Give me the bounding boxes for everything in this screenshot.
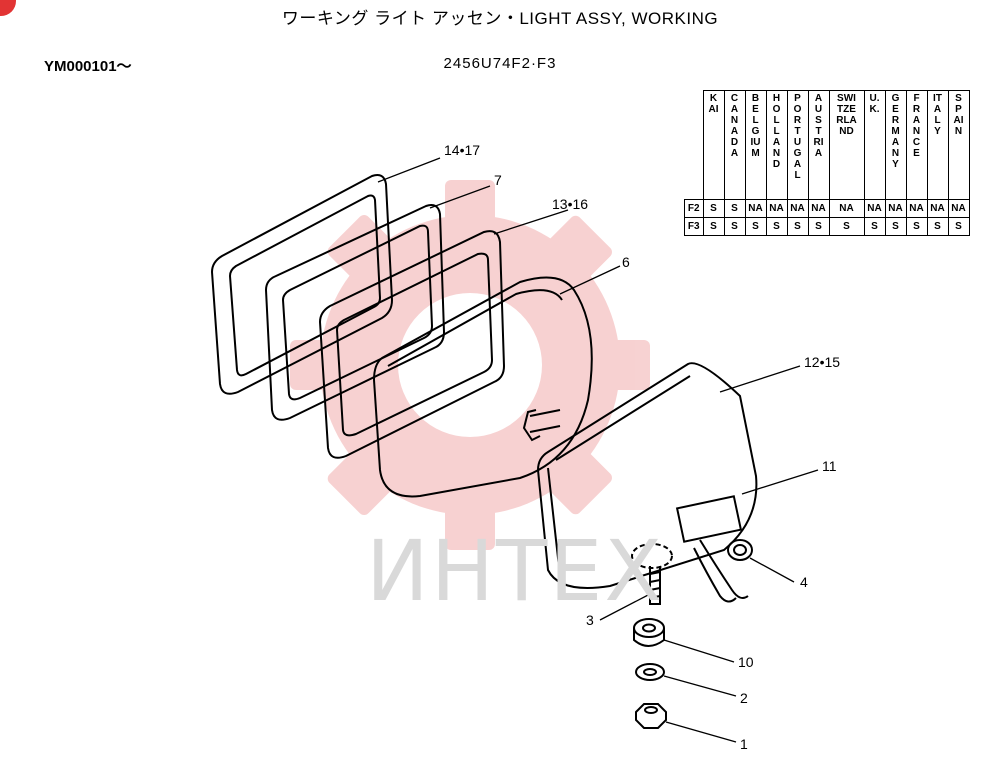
callout-7: 7 (494, 172, 502, 188)
spec-cell: S (723, 217, 746, 236)
spec-cell: S (828, 217, 865, 236)
spec-cell: NA (744, 199, 767, 218)
spec-cell: NA (765, 199, 788, 218)
part-bezel-7 (264, 204, 446, 421)
spec-col-header: SPAIN (947, 90, 970, 200)
diagram-title: ワーキング ライト アッセン・LIGHT ASSY, WORKING (281, 9, 719, 28)
spec-cell: NA (884, 199, 907, 218)
spec-cell: NA (905, 199, 928, 218)
spec-row-f2: F2 S S NA NA NA NA NA NA NA NA NA NA (684, 199, 970, 218)
spec-col-header: GERMANY (884, 90, 907, 200)
spec-cell: S (786, 217, 809, 236)
spec-cell: S (926, 217, 949, 236)
callout-11: 11 (822, 458, 837, 474)
part-bolt-3 (649, 566, 661, 605)
callout-2: 2 (740, 690, 748, 706)
spec-col-header: ITALY (926, 90, 949, 200)
part-grommet-4 (727, 539, 753, 561)
callout-6: 6 (622, 254, 630, 270)
part-lamp-unit-6 (372, 276, 593, 498)
spec-cell: S (702, 199, 725, 218)
spec-cell: S (723, 199, 746, 218)
callout-3: 3 (586, 612, 594, 628)
callout-10: 10 (738, 654, 754, 670)
model-code: 2456U74F2·F3 (443, 55, 557, 72)
callout-1: 1 (740, 736, 748, 752)
spec-col-header: KAI (702, 90, 725, 200)
spec-cell: S (765, 217, 788, 236)
watermark-text: ИНТЕХ (366, 522, 664, 620)
spec-col-header: SWITZERLAND (828, 90, 865, 200)
part-spacer-10 (633, 618, 665, 647)
callout-13-16: 13•16 (552, 196, 589, 212)
spec-cell: S (947, 217, 970, 236)
spec-cell: NA (947, 199, 970, 218)
country-spec-table: KAI CANADA BELGIUM HOLLAND PORTUGAL AUST… (684, 90, 970, 236)
spec-col-header: BELGIUM (744, 90, 767, 200)
spec-col-header: U.K. (863, 90, 886, 200)
spec-cell: S (884, 217, 907, 236)
spec-row-label: F3 (684, 217, 704, 236)
spec-cell: NA (786, 199, 809, 218)
spec-cell: S (863, 217, 886, 236)
spec-cell: NA (926, 199, 949, 218)
spec-cell: NA (863, 199, 886, 218)
callout-14-17: 14•17 (444, 142, 481, 158)
watermark-gear-icon (290, 180, 650, 550)
part-nut-1 (635, 703, 667, 729)
callout-4: 4 (800, 574, 808, 590)
spec-col-header: FRANCE (905, 90, 928, 200)
spec-header-row: KAI CANADA BELGIUM HOLLAND PORTUGAL AUST… (684, 90, 970, 200)
part-housing-12-15 (536, 362, 758, 603)
spec-corner-cell (684, 90, 704, 200)
spec-col-header: CANADA (723, 90, 746, 200)
spec-cell: S (905, 217, 928, 236)
spec-col-header: PORTUGAL (786, 90, 809, 200)
spec-cell: S (807, 217, 830, 236)
spec-cell: S (744, 217, 767, 236)
spec-cell: NA (807, 199, 830, 218)
spec-row-f3: F3 S S S S S S S S S S S S (684, 217, 970, 236)
part-frame-13-16 (318, 230, 506, 459)
leader-lines (377, 157, 819, 743)
spec-cell: NA (828, 199, 865, 218)
spec-col-header: HOLLAND (765, 90, 788, 200)
spec-cell: S (702, 217, 725, 236)
part-washer-2 (635, 663, 665, 681)
callout-12-15: 12•15 (804, 354, 841, 370)
spec-col-header: AUSTRIA (807, 90, 830, 200)
spec-row-label: F2 (684, 199, 704, 218)
serial-number: YM000101～ (44, 58, 132, 75)
part-gasket-14-17 (210, 174, 394, 395)
